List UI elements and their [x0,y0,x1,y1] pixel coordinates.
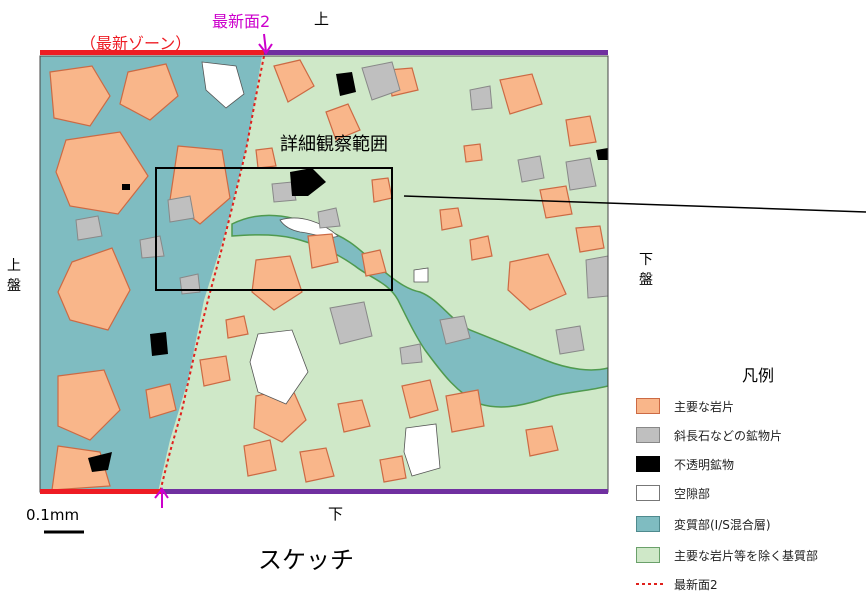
hanging-wall-label: 上盤 [7,258,21,294]
legend-item-mineral: 斜長石などの鉱物片 [636,424,782,446]
legend-label: 空隙部 [674,486,711,501]
voids [201,61,441,477]
legend-swatch [636,456,660,472]
footwall-label: 下盤 [639,252,653,288]
latest-zone-label: （最新ゾーン） [80,34,192,53]
latest-zone-bar-top [40,50,264,55]
legend-item-rock: 主要な岩片 [636,395,734,417]
latest-surface-line [159,55,265,493]
legend-line-label: 最新面2 [674,578,718,592]
legend-item-matrix: 主要な岩片等を除く基質部 [636,544,818,566]
rock-fragments [49,59,605,491]
top-label: 上 [314,10,330,28]
purple-bar-top [264,50,608,55]
top-marker-arrow [258,33,273,55]
legend-swatch [636,547,660,563]
detail-rect [155,167,393,291]
bottom-label: 下 [328,505,344,523]
legend-label: 変質部(I/S混合層) [674,517,771,532]
sketch-title: スケッチ [258,546,354,574]
purple-bar-bottom [162,489,608,494]
detail-area-label: 詳細観察範囲 [280,134,388,155]
scale-label: 0.1mm [26,506,80,524]
legend-swatch [636,516,660,532]
legend-swatch [636,427,660,443]
leader-line [403,195,866,213]
opaque-minerals [88,72,608,472]
mineral-fragments [75,61,608,365]
legend-label: 主要な岩片 [674,399,735,414]
bottom-marker-arrow [154,487,169,508]
legend-title: 凡例 [742,366,775,385]
legend-label: 不透明鉱物 [674,457,735,472]
legend-swatch [636,485,660,501]
legend-item-void: 空隙部 [636,482,710,504]
latest-zone-bar-bottom [40,489,162,494]
legend-swatch [636,398,660,414]
legend-label: 主要な岩片等を除く基質部 [674,548,819,563]
legend-label: 斜長石などの鉱物片 [674,428,783,443]
latest-surface-label: 最新面2 [212,12,271,31]
legend-item-altered: 変質部(I/S混合層) [636,513,771,535]
legend-item-opaque: 不透明鉱物 [636,453,734,475]
